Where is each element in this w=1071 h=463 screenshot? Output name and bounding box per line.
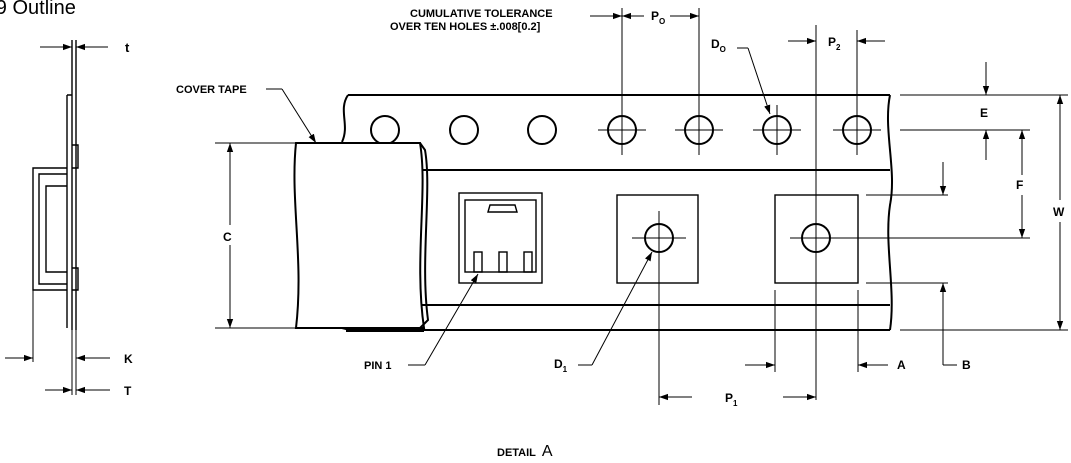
label-k: K [124, 352, 133, 366]
cover-tape [293, 142, 430, 332]
label-c: C [223, 230, 232, 244]
empty-pocket [774, 25, 859, 400]
label-w: W [1053, 205, 1065, 219]
label-p2: P2 [828, 35, 841, 52]
label-cover-tape: COVER TAPE [176, 84, 247, 96]
carrier-tape [293, 25, 893, 400]
label-d0: DO [711, 37, 726, 54]
empty-pocket [616, 194, 699, 284]
outline-title: SOT-89 Outline [0, 0, 76, 19]
label-f: F [1016, 178, 1023, 192]
label-T: T [124, 384, 132, 398]
label-t: t [125, 40, 130, 55]
label-p1: P1 [725, 391, 738, 408]
label-d1: D1 [554, 357, 568, 374]
pocket-with-component [458, 192, 543, 284]
side-view: t K T [5, 40, 133, 398]
label-e: E [980, 106, 988, 120]
label-a: A [897, 358, 906, 372]
label-pin1: PIN 1 [364, 360, 392, 372]
label-p0: PO [651, 9, 665, 26]
label-cumulative-tolerance: CUMULATIVE TOLERANCE [410, 8, 553, 20]
label-b: B [962, 358, 971, 372]
sprocket-hole-crosshair [753, 105, 801, 155]
label-tolerance-value: OVER TEN HOLES ±.008[0.2] [390, 21, 541, 33]
